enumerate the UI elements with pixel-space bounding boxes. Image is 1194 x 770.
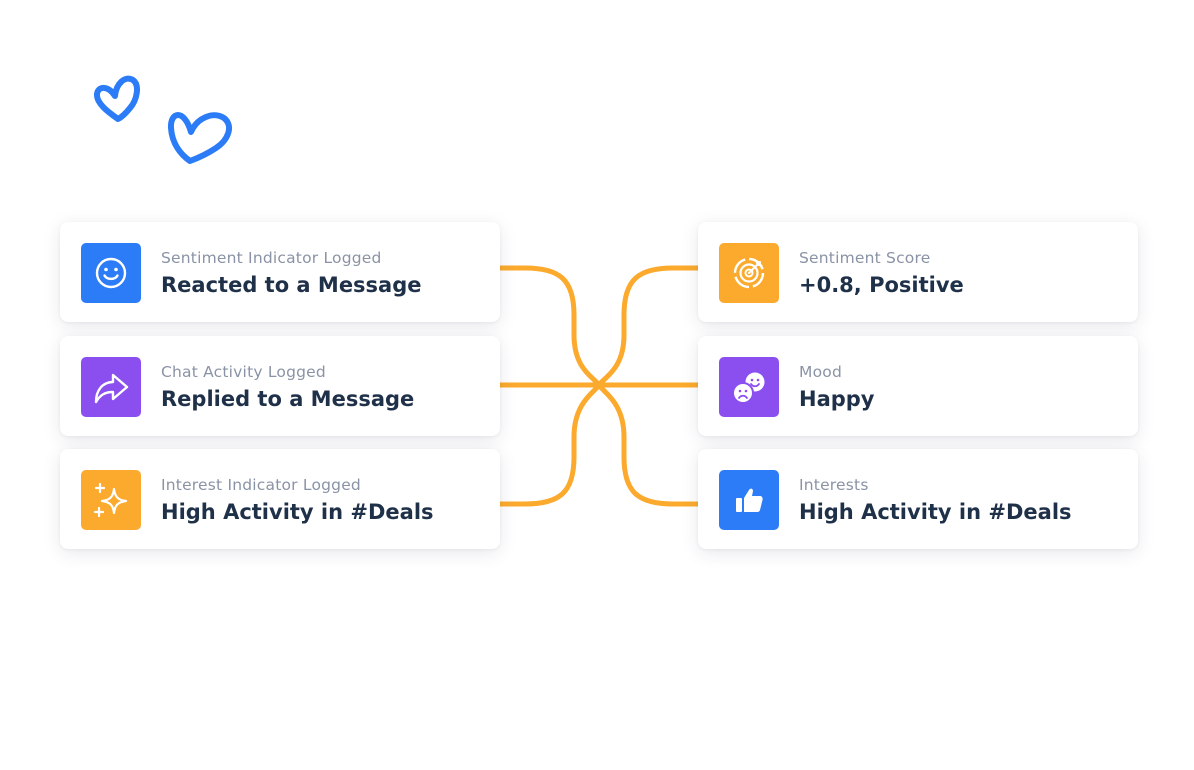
card-label: Sentiment Score [799, 249, 931, 267]
icon-tile-blue [81, 243, 141, 303]
icon-tile-orange [81, 470, 141, 530]
card-value: High Activity in #Deals [799, 500, 1072, 524]
card-interests: Interests High Activity in #Deals [698, 449, 1138, 549]
card-mood: Mood Happy [698, 336, 1138, 436]
icon-tile-orange [719, 243, 779, 303]
mood-faces-icon [732, 372, 765, 404]
target-icon [733, 257, 765, 289]
connector-top-left [497, 265, 602, 388]
card-label: Chat Activity Logged [161, 363, 326, 381]
card-value: Reacted to a Message [161, 273, 422, 297]
card-sentiment-indicator: Sentiment Indicator Logged Reacted to a … [60, 222, 500, 322]
card-value: Replied to a Message [161, 387, 415, 411]
connector-bottom-left [497, 382, 602, 507]
card-value: Happy [799, 387, 875, 411]
card-sentiment-score: Sentiment Score +0.8, Positive [698, 222, 1138, 322]
large-heart-icon [168, 112, 233, 164]
thumbs-up-icon [736, 488, 763, 512]
sparkles-icon [93, 482, 128, 518]
reply-arrow-icon [94, 373, 129, 404]
icon-tile-purple [719, 357, 779, 417]
card-interest-indicator: Interest Indicator Logged High Activity … [60, 449, 500, 549]
connector-top-right [596, 265, 701, 388]
card-value: +0.8, Positive [799, 273, 964, 297]
small-heart-icon [94, 75, 140, 122]
card-value: High Activity in #Deals [161, 500, 434, 524]
connector-bottom-right [596, 382, 701, 507]
card-label: Interests [799, 476, 869, 494]
smiley-icon [95, 257, 127, 289]
card-label: Mood [799, 363, 842, 381]
hearts-decoration [94, 75, 233, 164]
icon-tile-purple [81, 357, 141, 417]
card-label: Sentiment Indicator Logged [161, 249, 382, 267]
card-chat-activity: Chat Activity Logged Replied to a Messag… [60, 336, 500, 436]
icon-tile-blue [719, 470, 779, 530]
card-label: Interest Indicator Logged [161, 476, 361, 494]
